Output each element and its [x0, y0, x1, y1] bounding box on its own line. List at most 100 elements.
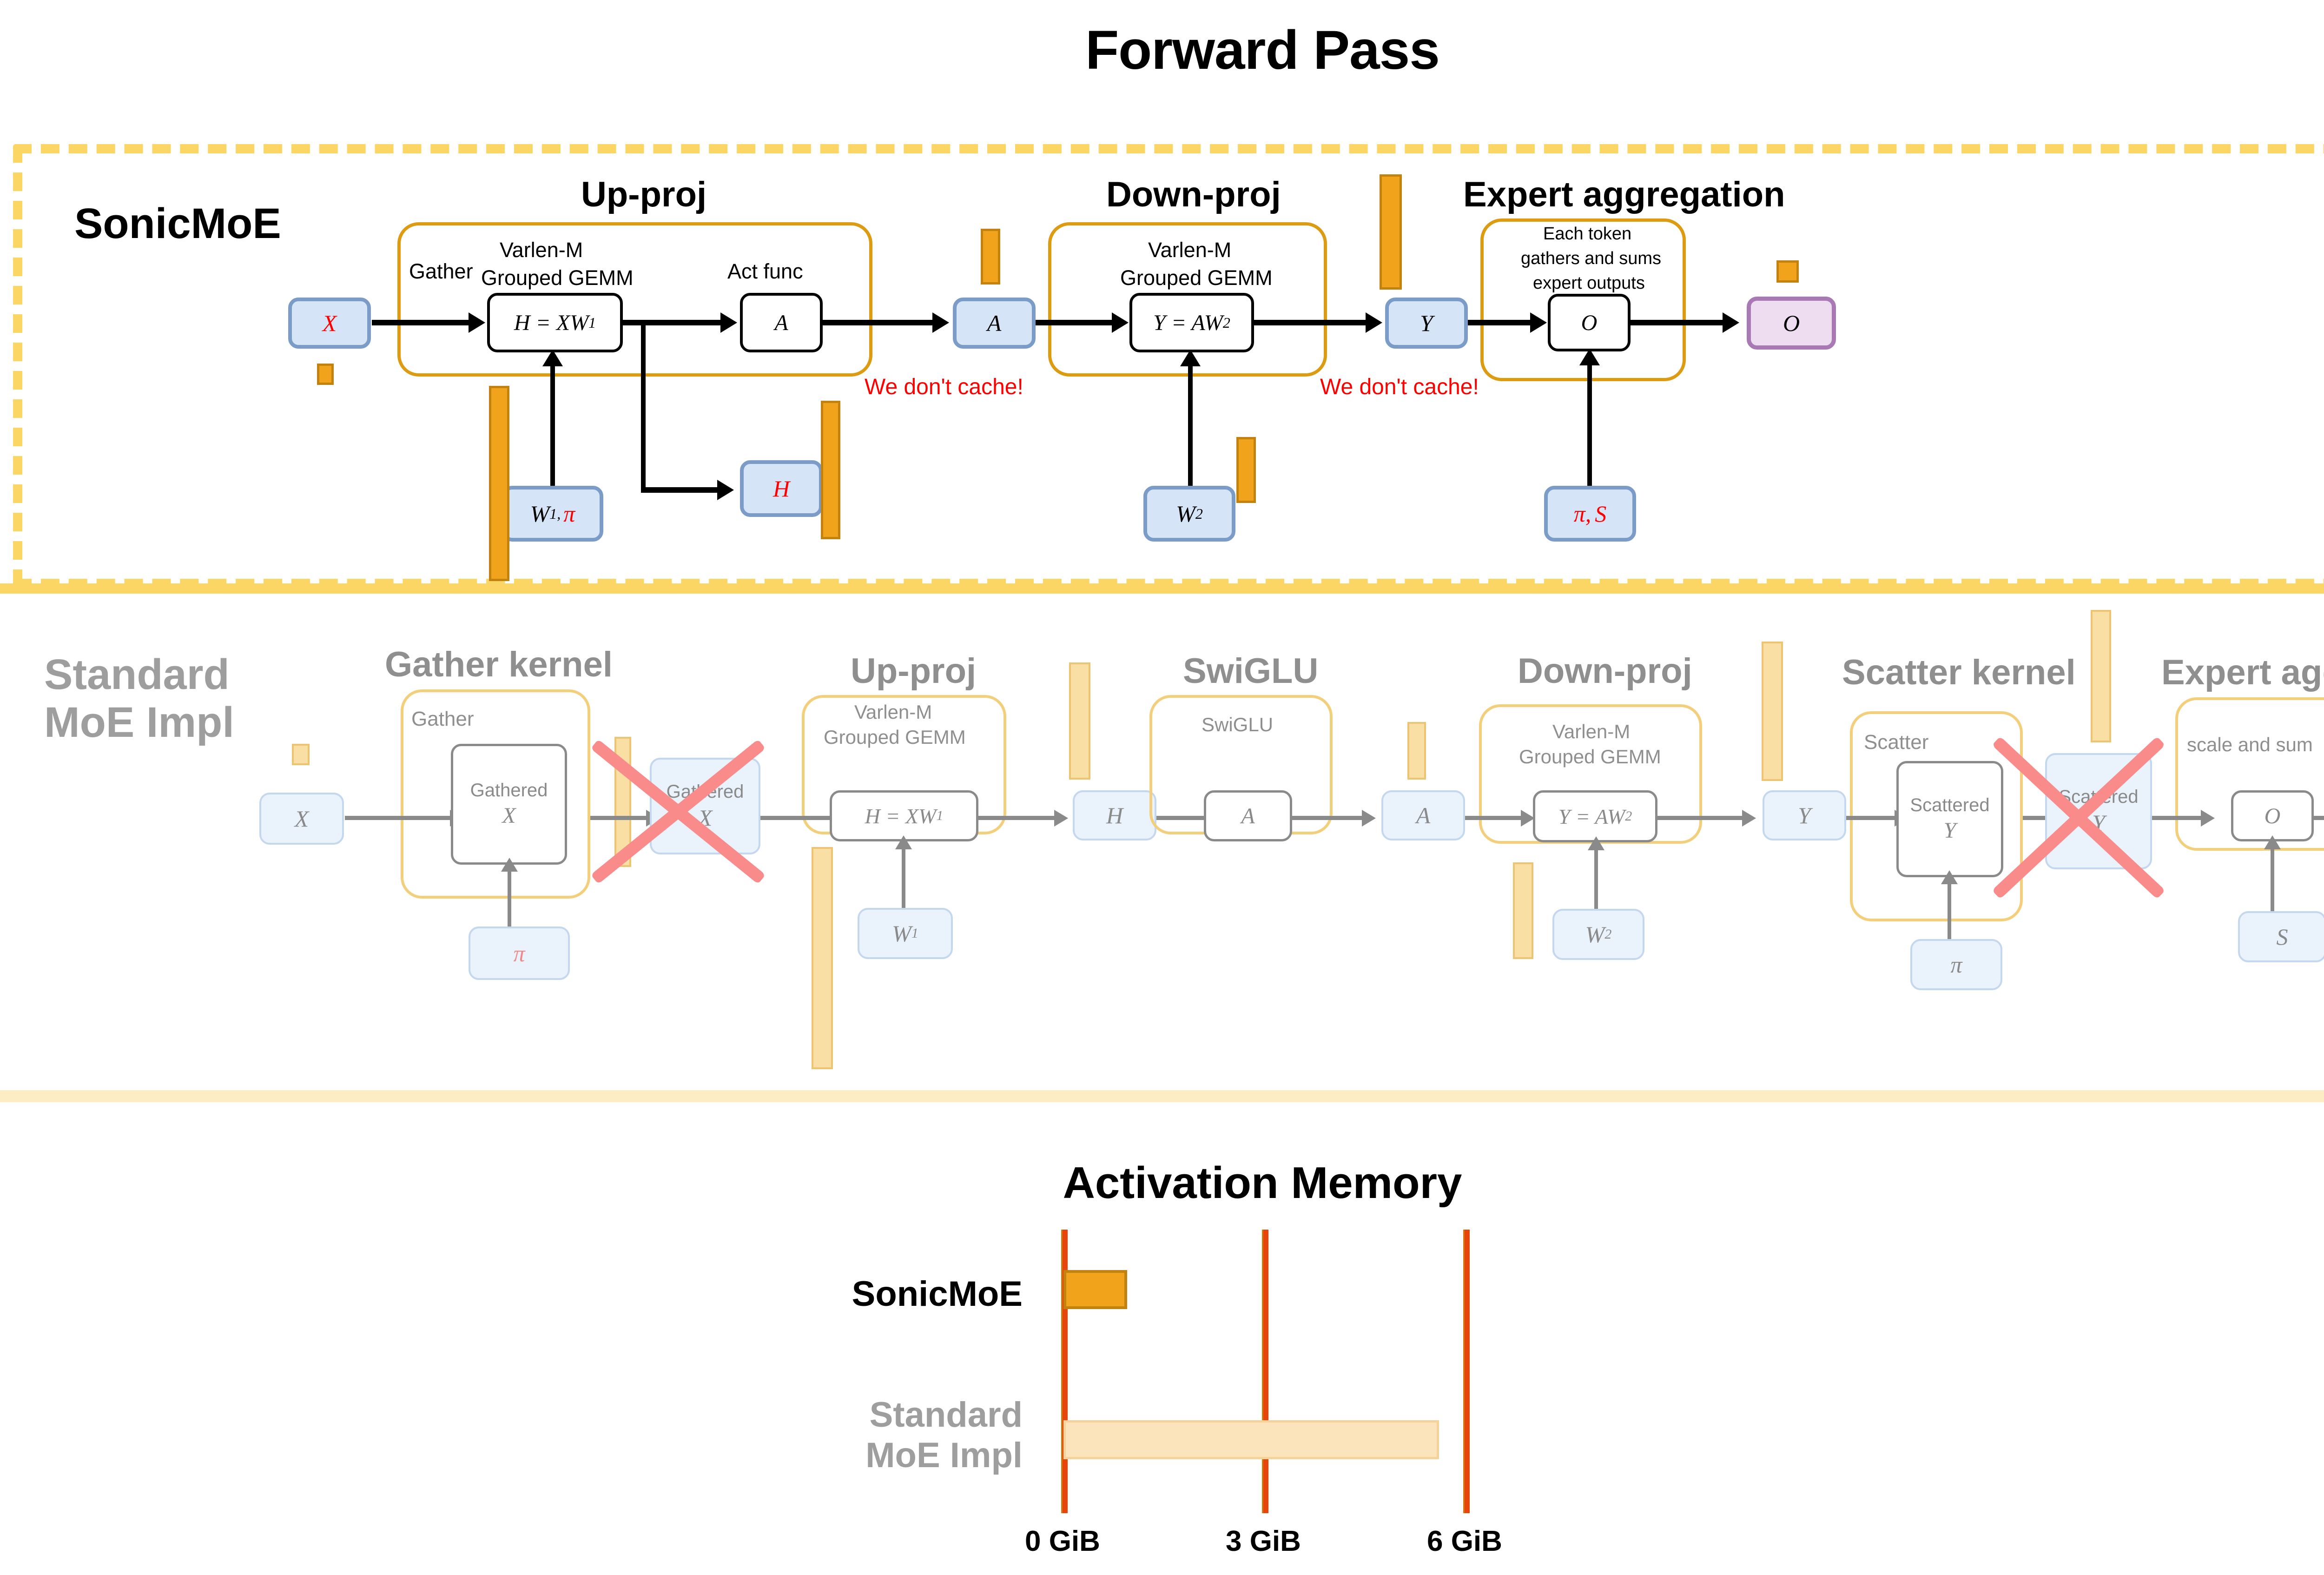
- std-aggregation-title: Expert aggregation: [2161, 653, 2324, 692]
- cross-out-gathered-x-icon: [590, 735, 766, 884]
- std-gather-kernel-group: [401, 689, 590, 899]
- tensor-a: A: [953, 298, 1036, 349]
- std-op-down-gemm-sub: 2: [1625, 808, 1632, 824]
- tensor-output-o: O: [1747, 297, 1836, 350]
- arrow-y-to-aggregation: [1468, 320, 1533, 325]
- op-act-func: A: [740, 293, 823, 352]
- std-tensor-w2-label: W: [1585, 921, 1605, 947]
- downproj-gemm-label-1: Varlen-M: [1148, 238, 1232, 262]
- std-scatter-label: Scatter: [1864, 731, 1929, 754]
- std-op-swiglu: A: [1204, 790, 1292, 841]
- std-memory-bar-w2: [1513, 862, 1533, 959]
- chart-title: Activation Memory: [1063, 1158, 1462, 1208]
- arrow-branch-to-h-horz: [641, 487, 720, 493]
- std-gather-kernel-title: Gather kernel: [385, 645, 613, 684]
- std-tensor-a-label: A: [1416, 802, 1431, 828]
- op-down-gemm-label: Y = AW: [1153, 310, 1223, 335]
- chart-label-standard-moe: Standard MoE Impl: [762, 1395, 1023, 1476]
- std-memory-bar-w1: [812, 847, 833, 1069]
- sonicmoe-row-label: SonicMoE: [74, 200, 281, 247]
- op-up-gemm-sub: 1: [588, 314, 596, 331]
- chart-tick-3: 3 GiB: [1226, 1525, 1301, 1557]
- tensor-w1-label: W: [530, 501, 550, 527]
- memory-bar-y: [1380, 174, 1402, 290]
- std-tensor-a: A: [1381, 790, 1465, 840]
- std-op-swiglu-label: A: [1241, 803, 1255, 828]
- arrowhead-act-to-a: [932, 312, 949, 333]
- arrow-upgemm-to-act: [623, 320, 723, 325]
- std-tensor-h-label: H: [1106, 802, 1123, 828]
- op-down-gemm-sub: 2: [1222, 314, 1230, 331]
- memory-bar-w1: [489, 386, 509, 581]
- tensor-s-label: S: [1595, 501, 1607, 527]
- std-arrow-h-to-swiglu: [1156, 816, 1212, 820]
- std-arrow-pi-to-gather: [508, 865, 511, 932]
- std-op-scattered-y: Scattered Y: [1896, 761, 2003, 877]
- std-op-down-gemm-label: Y = AW: [1558, 804, 1625, 828]
- std-tensor-y-label: Y: [1798, 802, 1811, 828]
- memory-bar-w2: [1236, 437, 1256, 503]
- page-title: Forward Pass: [1085, 20, 1440, 81]
- std-arrowhead-pi-to-gather: [501, 858, 518, 872]
- std-arrow-y-to-scatter: [1846, 816, 1896, 820]
- memory-bar-h: [821, 401, 840, 539]
- arrow-pis-to-aggregation: [1587, 357, 1592, 491]
- std-op-scattered-y-cap: Scattered: [1910, 795, 1990, 815]
- std-arrowhead-swiglu-to-a: [1362, 810, 1376, 827]
- tensor-w1-sub: 1,: [549, 505, 561, 522]
- arrowhead-aggregation-to-out: [1723, 312, 1739, 333]
- arrow-downgemm-to-y: [1254, 320, 1369, 325]
- standard-row-label: Standard MoE Impl: [44, 651, 234, 747]
- tensor-w2-sub: 2: [1195, 505, 1203, 522]
- gridline-3gib: [1262, 1230, 1268, 1513]
- tensor-a-label: A: [987, 310, 1002, 336]
- std-memory-bar-h: [1069, 662, 1090, 780]
- std-op-aggregation: O: [2231, 790, 2314, 841]
- std-arrowhead-upgemm-to-h: [1054, 810, 1068, 827]
- std-arrow-w1-to-upgemm: [902, 842, 905, 912]
- std-tensor-x: X: [259, 793, 344, 845]
- std-arrow-w2-to-downgemm: [1594, 843, 1598, 913]
- std-tensor-y: Y: [1763, 790, 1846, 840]
- arrow-w1-to-upgemm: [550, 358, 555, 492]
- upproj-gemm-label-2: Grouped GEMM: [481, 266, 634, 290]
- std-tensor-w2-sub: 2: [1604, 926, 1612, 942]
- op-up-gemm-label: H = XW: [514, 310, 589, 335]
- std-arrow-gatheredx-to-upproj: [760, 816, 853, 820]
- std-downproj-gemm-label-2: Grouped GEMM: [1519, 746, 1661, 768]
- std-aggregation-group: [2175, 697, 2324, 851]
- arrow-branch-to-h-vert: [641, 320, 646, 492]
- std-arrowhead-w2-to-downgemm: [1588, 836, 1604, 850]
- op-aggregation-label: O: [1581, 310, 1598, 335]
- std-arrow-aggregation-to-out: [2314, 816, 2324, 820]
- arrowhead-downgemm-to-y: [1366, 312, 1382, 333]
- aggregation-group: [1480, 218, 1686, 381]
- std-arrowhead-pi-to-scatter: [1941, 870, 1958, 884]
- tensor-pi-s: π,S: [1544, 486, 1636, 542]
- arrowhead-w2-to-downgemm: [1180, 350, 1201, 366]
- aggregation-sub-2: gathers and sums: [1521, 249, 1662, 268]
- annotation-no-cache-2: We don't cache!: [1320, 375, 1479, 399]
- arrowhead-pis-to-aggregation: [1579, 349, 1600, 365]
- std-arrowhead-scatteredy-to-aggregation: [2201, 810, 2215, 827]
- tensor-pi-label: π: [563, 501, 575, 527]
- tensor-output-o-label: O: [1783, 310, 1800, 336]
- arrow-w2-to-downgemm: [1188, 358, 1193, 492]
- std-gather-label: Gather: [411, 708, 474, 730]
- std-downproj-gemm-label-1: Varlen-M: [1552, 721, 1631, 742]
- std-tensor-s-label: S: [2276, 924, 2288, 950]
- std-upproj-gemm-label-2: Grouped GEMM: [824, 726, 966, 748]
- row-separator-1: [0, 583, 2324, 594]
- tensor-x: X: [288, 298, 371, 349]
- upproj-gemm-label-1: Varlen-M: [500, 238, 583, 262]
- tensor-h-cached-label: H: [772, 476, 790, 502]
- std-arrowhead-a-to-downgemm: [1521, 810, 1535, 827]
- std-aggregation-sub-label: scale and sum: [2187, 734, 2313, 755]
- std-tensor-s: S: [2238, 911, 2324, 962]
- aggregation-title: Expert aggregation: [1463, 175, 1785, 214]
